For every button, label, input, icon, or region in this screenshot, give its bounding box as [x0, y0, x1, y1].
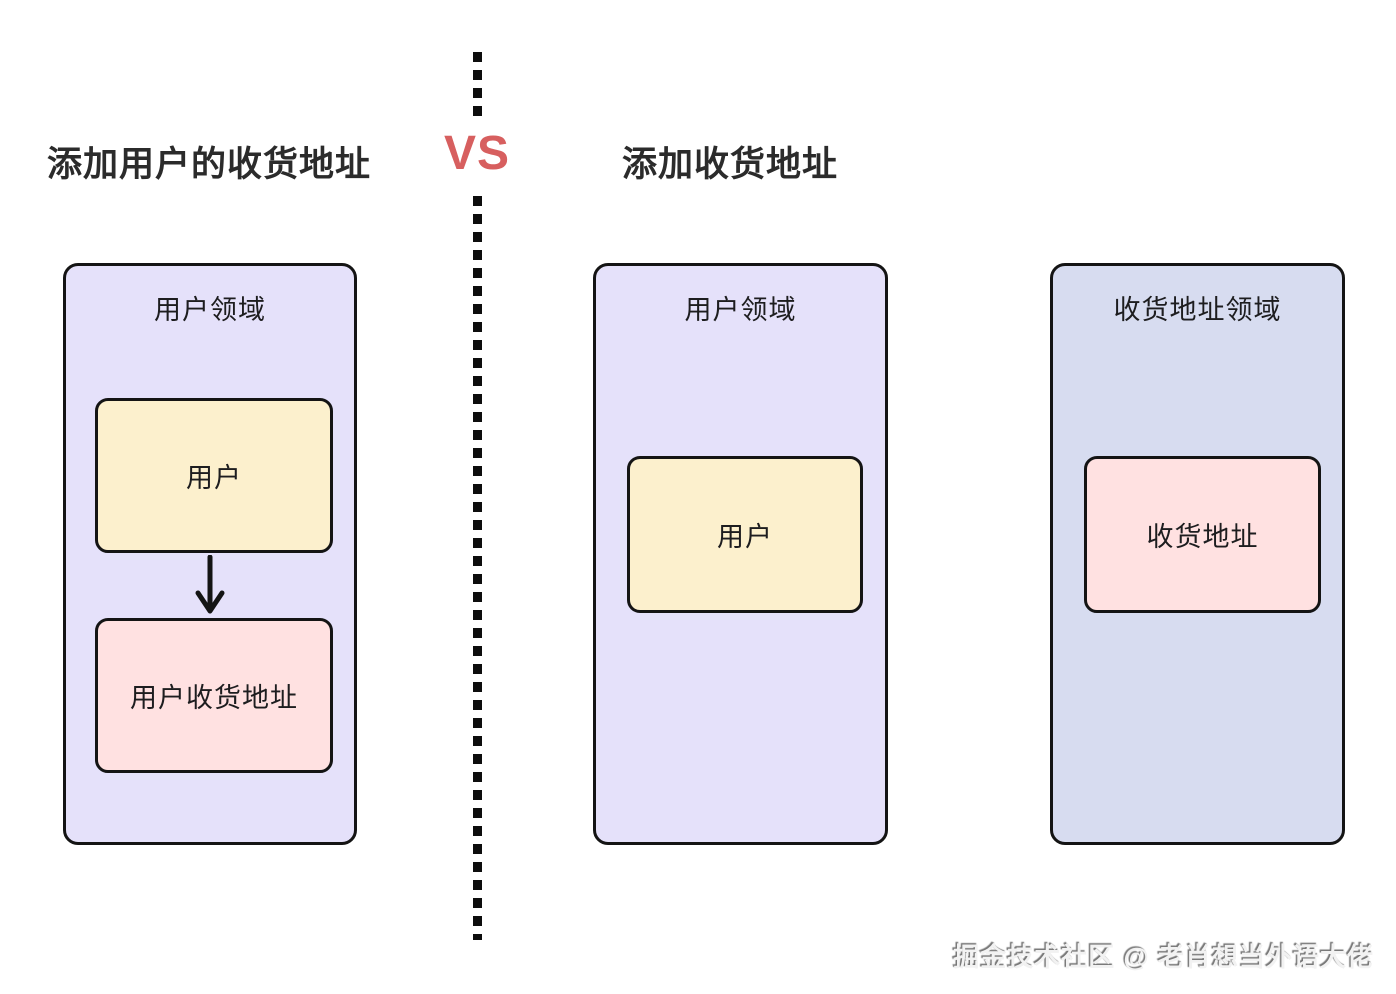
left-approach-title: 添加用户的收货地址 [47, 145, 372, 184]
dashed-divider-line [473, 52, 482, 940]
down-arrow-icon [193, 554, 227, 617]
right-address-entity-label: 收货地址 [1146, 522, 1259, 552]
right-address-entity-box: 收货地址 [1084, 456, 1321, 613]
right-user-domain-container: 用户领域 用户 [593, 263, 888, 845]
right-address-domain-container: 收货地址领域 收货地址 [1050, 263, 1345, 845]
left-user-domain-label: 用户领域 [154, 295, 266, 325]
watermark-text: 掘金技术社区 @ 老肖想当外语大佬 [953, 942, 1374, 972]
left-user-entity-box: 用户 [95, 398, 333, 553]
left-user-domain-container: 用户领域 用户 用户收货地址 [63, 263, 357, 845]
left-user-entity-label: 用户 [186, 463, 242, 493]
right-approach-title: 添加收货地址 [622, 145, 839, 184]
left-user-address-entity-label: 用户收货地址 [130, 683, 298, 713]
vs-label: VS [433, 124, 521, 192]
right-address-domain-label: 收货地址领域 [1113, 295, 1282, 325]
left-user-address-entity-box: 用户收货地址 [95, 618, 333, 773]
right-user-entity-label: 用户 [717, 522, 773, 552]
right-user-entity-box: 用户 [627, 456, 863, 613]
right-user-domain-label: 用户领域 [684, 295, 797, 325]
